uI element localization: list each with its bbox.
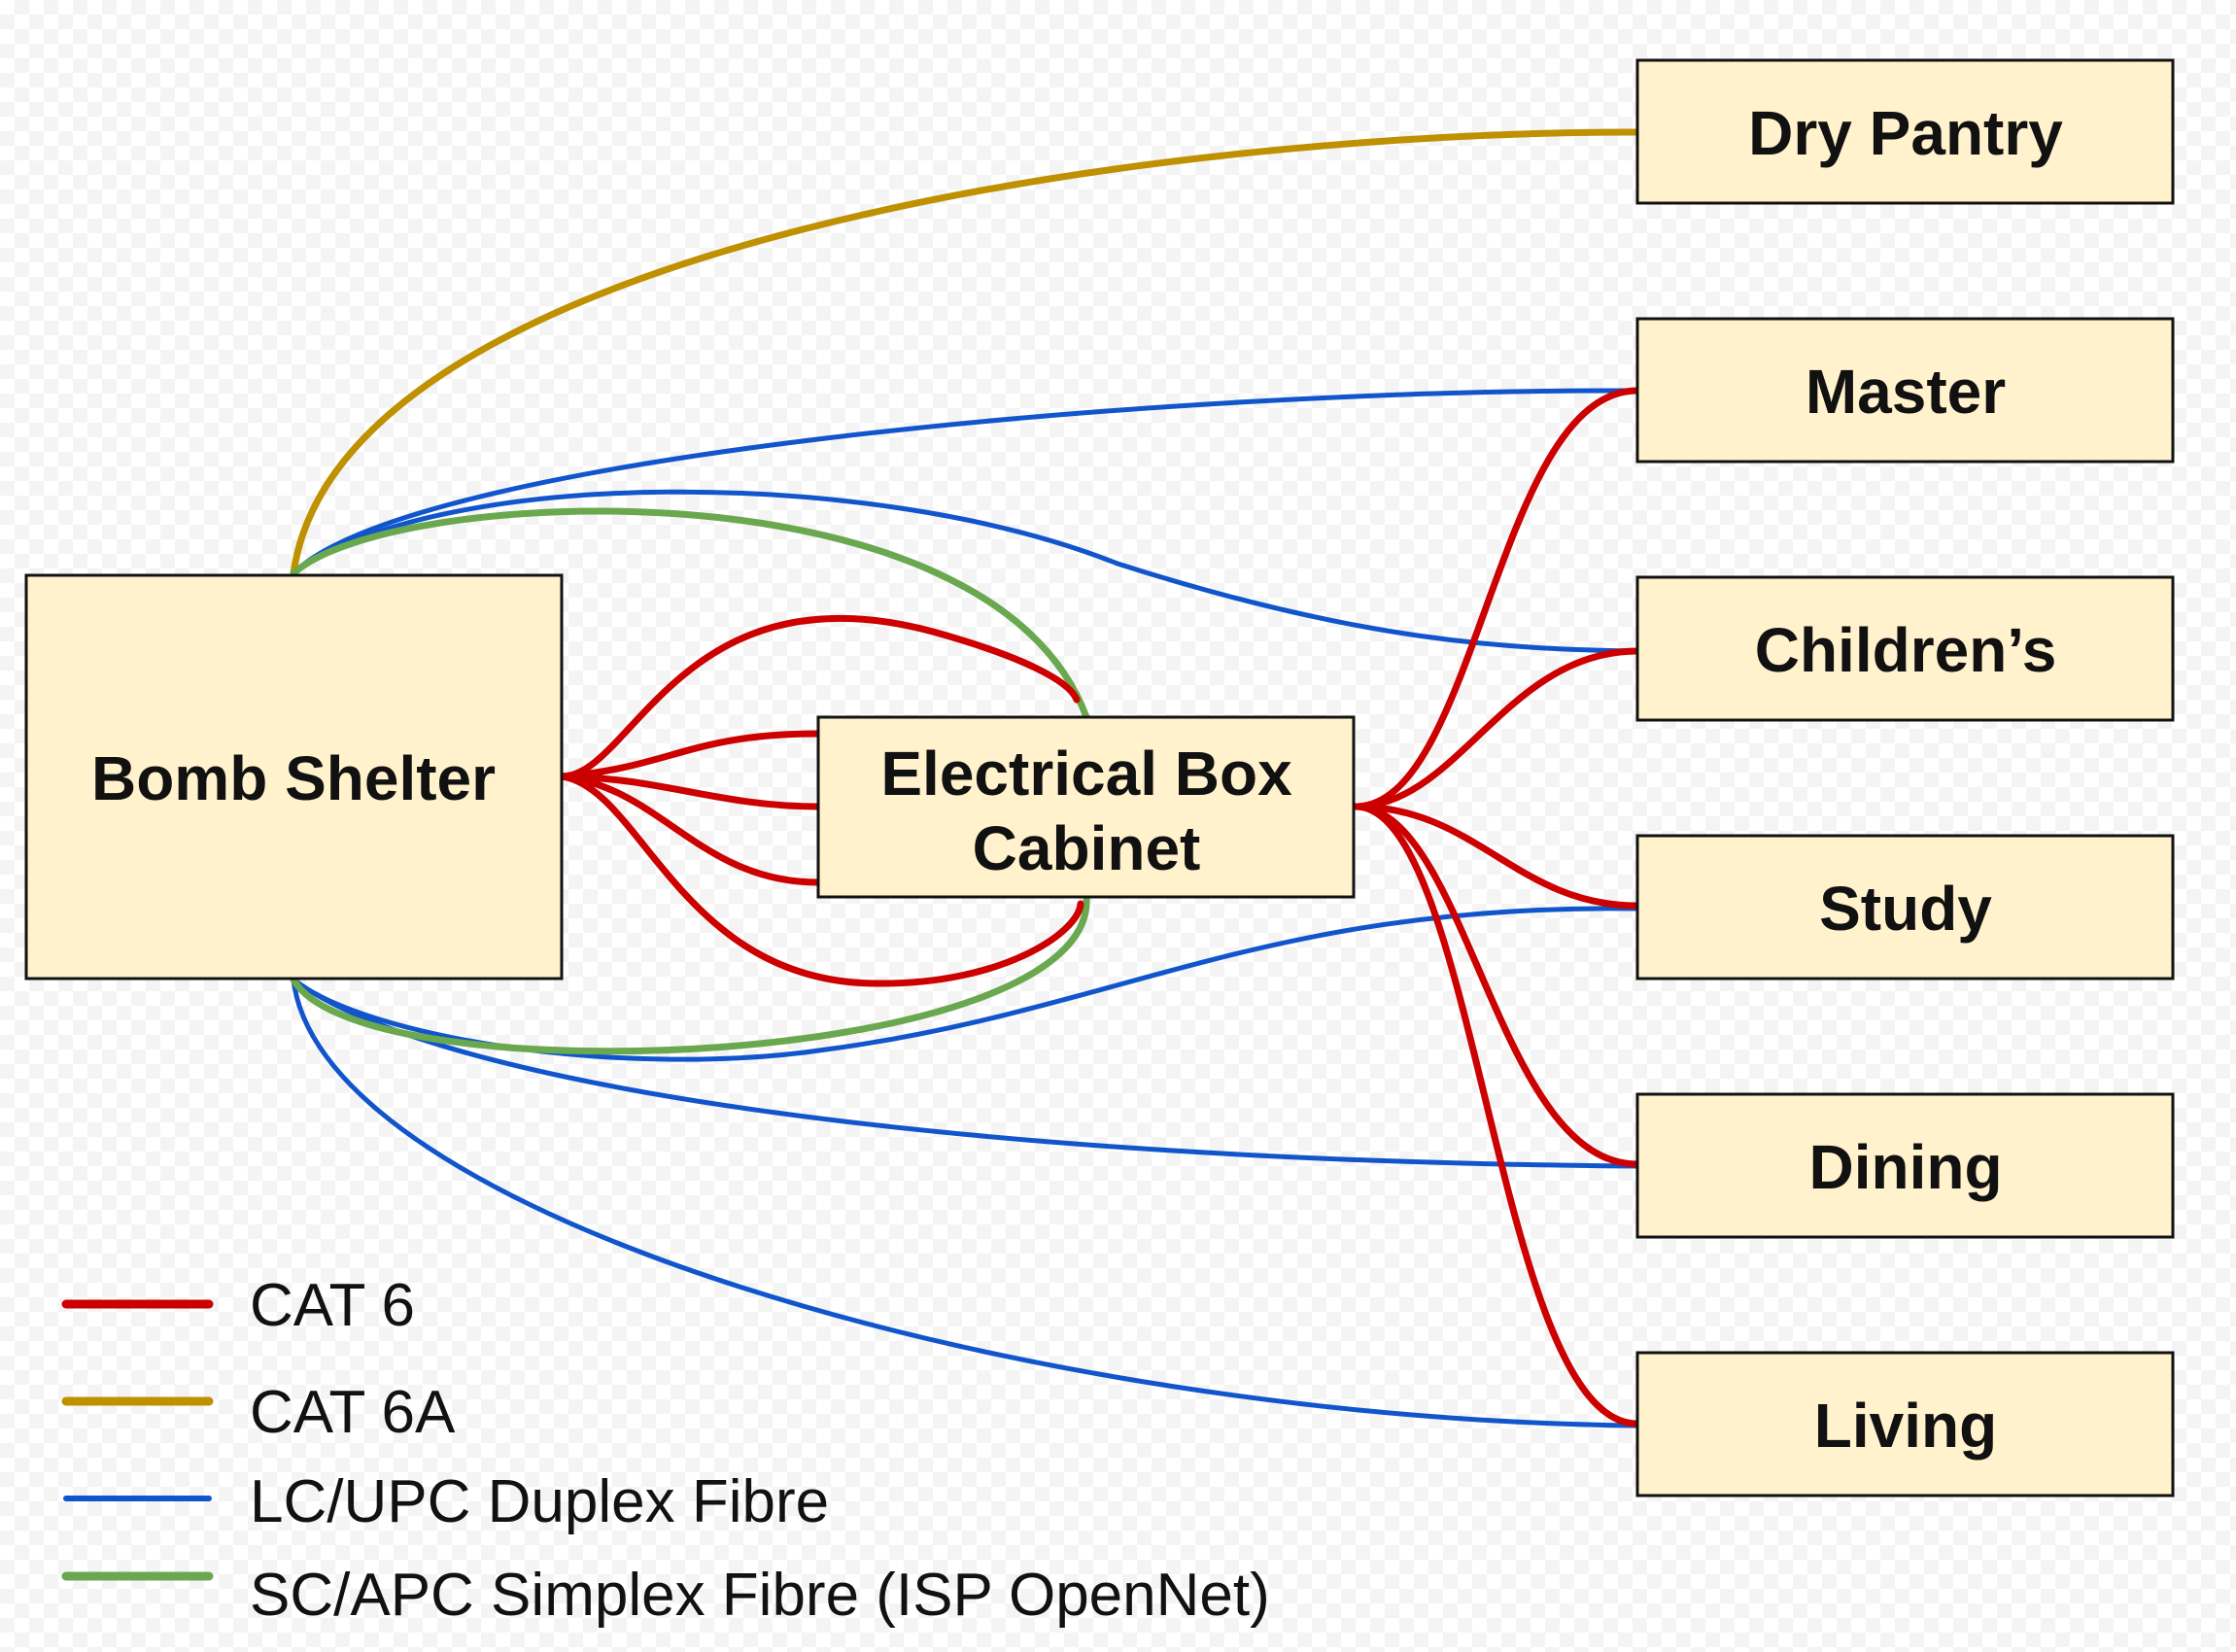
wire-fibre-shelter-living[interactable] [291,977,1640,1428]
node-childrens[interactable]: Children’s [1635,575,2175,722]
legend-label-lc-upc: LC/UPC Duplex Fibre [250,1468,829,1535]
node-label-line2: Cabinet [973,813,1201,883]
node-label: Children’s [1755,615,2057,685]
wire-cat6-cabinet-childrens[interactable] [1352,647,1641,810]
node-label: Bomb Shelter [91,743,496,813]
wire-cat6-shelter-cabinet-2[interactable] [558,730,822,780]
wire-cat6-shelter-cabinet-1[interactable] [558,614,1081,780]
wire-cat6-shelter-cabinet-5[interactable] [558,773,1084,987]
sc-apc-fibre-wires [290,507,1090,1055]
node-electrical-box-cabinet[interactable]: Electrical Box Cabinet [816,715,1356,899]
legend-label-sc-apc: SC/APC Simplex Fibre (ISP OpenNet) [250,1562,1270,1629]
node-living[interactable]: Living [1635,1351,2175,1497]
legend: CAT 6 CAT 6A LC/UPC Duplex Fibre SC/APC … [61,1272,1270,1629]
node-label: Study [1819,874,1992,944]
legend-label-cat6: CAT 6 [250,1272,415,1339]
wire-fibre-shelter-study[interactable] [291,906,1640,1062]
node-label: Master [1806,357,2006,427]
legend-label-cat6a: CAT 6A [250,1379,456,1446]
node-label: Dry Pantry [1748,98,2063,168]
node-dry-pantry[interactable]: Dry Pantry [1635,58,2175,205]
node-label: Living [1814,1391,1997,1461]
legend-item-cat6a: CAT 6A [61,1379,456,1446]
legend-item-lc-upc: LC/UPC Duplex Fibre [63,1468,829,1535]
wire-cat6-cabinet-master[interactable] [1352,387,1641,810]
wire-fibre-shelter-master[interactable] [291,388,1640,576]
wire-cat6a-shelter-drypantry[interactable] [290,128,1641,577]
wire-cat6-cabinet-living[interactable] [1352,803,1641,1428]
wire-cat6-shelter-cabinet-3[interactable] [558,773,822,810]
wire-simplex-shelter-cabinet-top[interactable] [290,507,1090,721]
node-study[interactable]: Study [1635,834,2175,981]
legend-item-sc-apc: SC/APC Simplex Fibre (ISP OpenNet) [61,1562,1270,1629]
wire-simplex-shelter-cabinet-bottom[interactable] [290,893,1090,1055]
wire-cat6-shelter-cabinet-4[interactable] [558,773,822,886]
wire-fibre-shelter-childrens[interactable] [291,489,1640,654]
cat6a-wires [290,128,1641,577]
wire-cat6-cabinet-dining[interactable] [1352,803,1641,1168]
wire-fibre-shelter-dining[interactable] [291,977,1640,1169]
legend-item-cat6: CAT 6 [61,1272,415,1339]
node-master[interactable]: Master [1635,317,2175,464]
node-dining[interactable]: Dining [1635,1092,2175,1239]
cat6-wires [558,387,1641,1428]
node-label: Dining [1808,1132,2002,1202]
node-bomb-shelter[interactable]: Bomb Shelter [24,573,564,981]
node-label-line1: Electrical Box [880,739,1292,809]
wire-cat6-cabinet-study[interactable] [1352,803,1641,910]
